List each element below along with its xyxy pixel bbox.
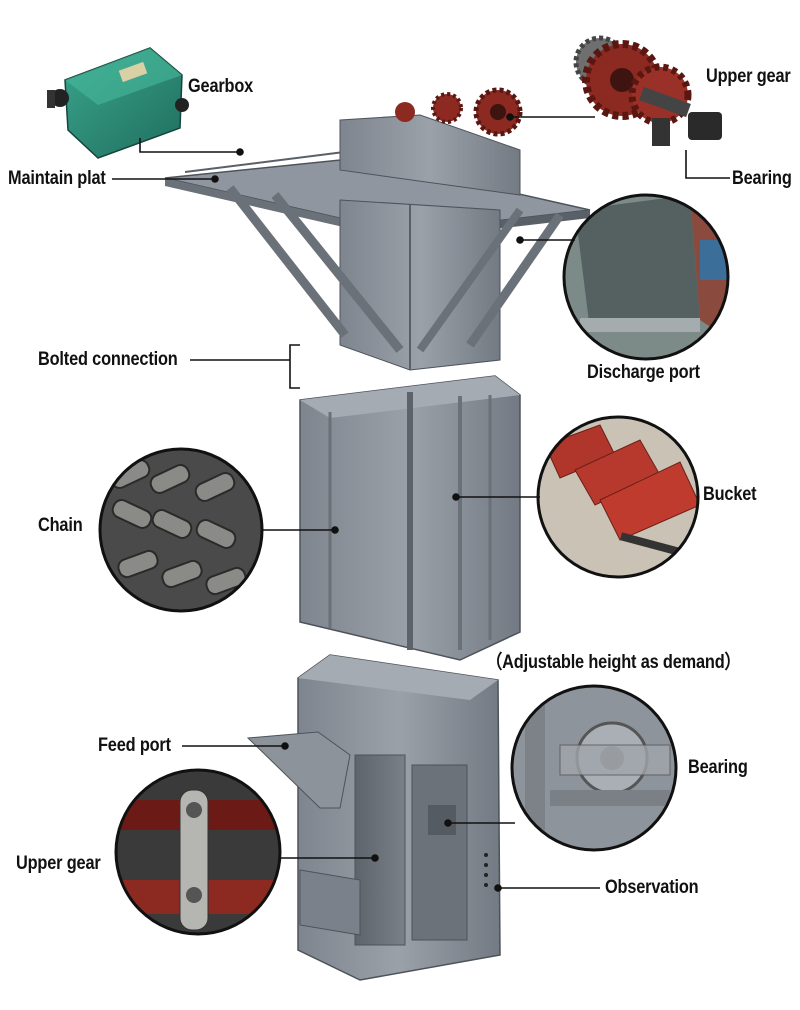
label-maintain-plat: Maintain plat — [8, 168, 106, 189]
support-strut — [226, 185, 349, 338]
head-section — [164, 87, 591, 371]
bucket-icon — [538, 417, 698, 577]
bearing-detail — [510, 684, 678, 852]
bucket-detail — [536, 415, 700, 579]
label-discharge-port: Discharge port — [587, 362, 700, 383]
label-upper-gear-bottom: Upper gear — [16, 853, 101, 874]
label-bucket: Bucket — [703, 484, 757, 505]
head-sprocket-icon — [395, 87, 523, 137]
bearing-block-icon — [512, 686, 676, 850]
chain-detail — [98, 447, 264, 613]
gearbox-motor-icon — [47, 47, 189, 159]
bottom-section — [246, 654, 501, 981]
label-observation: Observation — [605, 877, 699, 898]
label-bolted-connection: Bolted connection — [38, 349, 178, 370]
label-gearbox: Gearbox — [188, 76, 254, 97]
upper-gear-detail — [114, 768, 282, 936]
leader-lines — [112, 113, 730, 892]
feed-port-chute — [246, 731, 351, 809]
observation-holes — [484, 853, 488, 887]
label-feed-port: Feed port — [98, 735, 171, 756]
label-bearing-top: Bearing — [732, 168, 792, 189]
discharge-port-detail — [562, 193, 730, 361]
label-upper-gear-top: Upper gear — [706, 66, 791, 87]
label-bearing-bottom: Bearing — [688, 757, 748, 778]
sprocket-gear-icon — [116, 770, 280, 934]
upper-gear-top-icon — [573, 35, 722, 146]
middle-section — [299, 375, 521, 661]
chain-links-icon — [100, 450, 262, 611]
label-chain: Chain — [38, 515, 83, 536]
label-adjustable-height: （Adjustable height as demand） — [486, 652, 741, 673]
